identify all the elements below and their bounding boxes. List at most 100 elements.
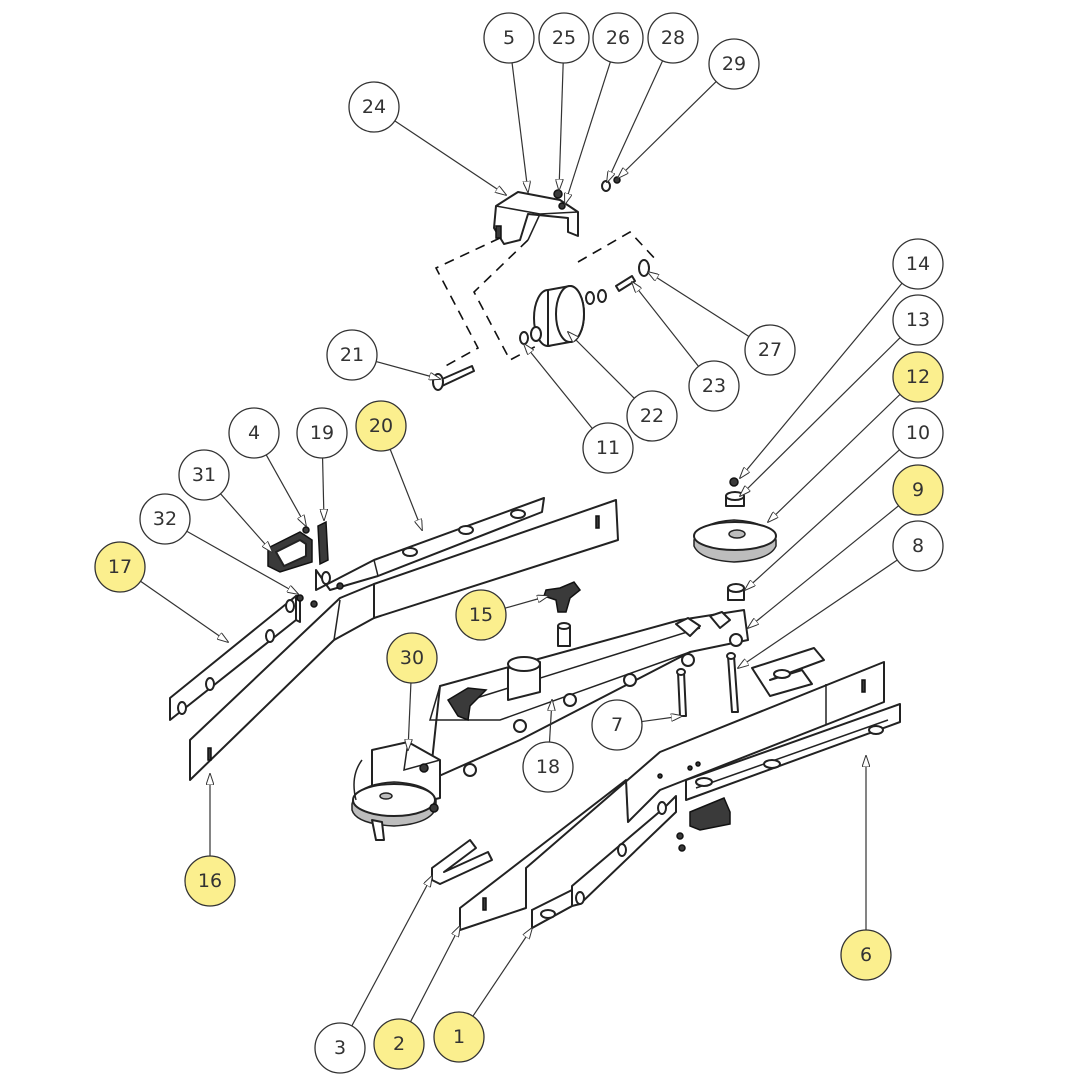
callout-25: 25 (538, 12, 590, 64)
callout-18: 18 (522, 741, 574, 793)
leader-line-11 (524, 344, 593, 429)
callout-10: 10 (892, 407, 944, 459)
callout-circle-30 (386, 632, 438, 684)
callout-11: 11 (582, 422, 634, 474)
callout-label-29: 29 (722, 53, 746, 75)
callout-label-27: 27 (758, 339, 782, 361)
leader-line-8 (738, 559, 898, 668)
leader-line-12 (768, 393, 901, 522)
callout-label-2: 2 (393, 1033, 405, 1055)
callout-label-12: 12 (906, 366, 930, 388)
callout-circle-9 (892, 464, 944, 516)
leader-line-30 (408, 682, 411, 750)
callout-20: 20 (355, 400, 407, 452)
leader-line-7 (641, 716, 682, 723)
callout-label-28: 28 (661, 27, 685, 49)
callout-23: 23 (688, 360, 740, 412)
callout-circle-8 (892, 520, 944, 572)
callout-label-9: 9 (912, 479, 924, 501)
leader-line-31 (220, 493, 272, 552)
callout-24: 24 (348, 81, 400, 133)
turntable-stack (693, 477, 777, 601)
leader-line-2 (409, 926, 460, 1023)
callout-circle-12 (892, 351, 944, 403)
callout-label-14: 14 (906, 253, 930, 275)
callout-15: 15 (455, 589, 507, 641)
callout-label-4: 4 (248, 422, 260, 444)
leader-line-32 (186, 530, 298, 594)
callout-circle-5 (483, 12, 535, 64)
leader-line-28 (607, 60, 664, 182)
callout-label-3: 3 (334, 1037, 346, 1059)
callout-32: 32 (139, 493, 191, 545)
callout-circle-15 (455, 589, 507, 641)
leader-line-24 (394, 120, 506, 195)
leader-line-5 (511, 62, 528, 192)
callout-9: 9 (892, 464, 944, 516)
callout-circle-2 (373, 1018, 425, 1070)
leader-line-21 (375, 360, 440, 379)
leader-line-27 (648, 272, 750, 338)
callout-label-22: 22 (640, 405, 664, 427)
callout-label-24: 24 (362, 96, 386, 118)
callout-circle-4 (228, 407, 280, 459)
callout-label-18: 18 (536, 756, 560, 778)
leader-line-17 (140, 580, 228, 642)
callout-label-17: 17 (108, 556, 132, 578)
callout-circle-20 (355, 400, 407, 452)
leader-line-15 (504, 596, 548, 609)
callout-circle-18 (522, 741, 574, 793)
leader-line-14 (740, 282, 903, 478)
callout-21: 21 (326, 329, 378, 381)
callout-circle-10 (892, 407, 944, 459)
callout-27: 27 (744, 324, 796, 376)
leader-line-26 (565, 61, 611, 204)
callout-circle-25 (538, 12, 590, 64)
main-beam-assembly (351, 581, 749, 841)
callout-17: 17 (94, 541, 146, 593)
callout-label-26: 26 (606, 27, 630, 49)
callout-label-16: 16 (198, 870, 222, 892)
leader-line-4 (265, 454, 306, 526)
callout-circle-19 (296, 407, 348, 459)
callout-14: 14 (892, 238, 944, 290)
right-rails (431, 647, 901, 931)
callout-label-6: 6 (860, 944, 872, 966)
leader-line-18 (549, 700, 552, 743)
callout-3: 3 (314, 1022, 366, 1074)
callout-circle-17 (94, 541, 146, 593)
callout-31: 31 (178, 449, 230, 501)
callout-7: 7 (591, 699, 643, 751)
callout-label-11: 11 (596, 437, 620, 459)
callout-label-13: 13 (906, 309, 930, 331)
leader-line-25 (559, 62, 564, 190)
callout-label-1: 1 (453, 1026, 465, 1048)
top-bracket-assembly (432, 176, 659, 391)
callout-26: 26 (592, 12, 644, 64)
callout-label-32: 32 (153, 508, 177, 530)
callout-label-8: 8 (912, 535, 924, 557)
callout-circle-28 (647, 12, 699, 64)
callout-circle-14 (892, 238, 944, 290)
callout-label-20: 20 (369, 415, 393, 437)
leader-line-10 (745, 449, 900, 590)
callout-label-5: 5 (503, 27, 515, 49)
callout-circle-13 (892, 294, 944, 346)
leader-line-22 (568, 332, 635, 399)
callout-28: 28 (647, 12, 699, 64)
leader-line-3 (351, 876, 432, 1027)
callout-4: 4 (228, 407, 280, 459)
callout-8: 8 (892, 520, 944, 572)
leader-line-19 (323, 457, 324, 520)
callout-circle-27 (744, 324, 796, 376)
callout-16: 16 (184, 855, 236, 907)
leader-lines (140, 60, 903, 1027)
callout-circle-29 (708, 38, 760, 90)
callout-2: 2 (373, 1018, 425, 1070)
callout-22: 22 (626, 390, 678, 442)
callout-label-10: 10 (906, 422, 930, 444)
callout-circle-24 (348, 81, 400, 133)
callout-13: 13 (892, 294, 944, 346)
